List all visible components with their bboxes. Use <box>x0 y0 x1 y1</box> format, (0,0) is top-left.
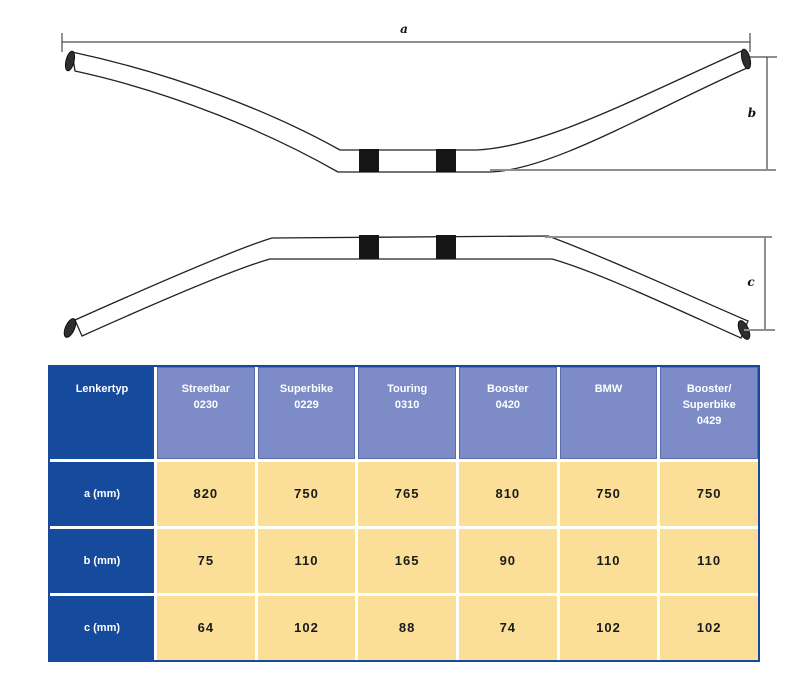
dimension-label-b: b <box>748 106 756 120</box>
column-header-lenkertyp: Lenkertyp <box>50 367 154 459</box>
column-header-text: 0229 <box>294 399 319 411</box>
value-cell: 102 <box>660 596 758 660</box>
value-text: 102 <box>294 620 319 635</box>
front-view-bar-end-left <box>64 50 76 72</box>
top-view-bar-end-left <box>63 318 77 338</box>
row-label: b (mm) <box>50 529 154 593</box>
value-text: 110 <box>596 553 621 568</box>
front-view-clamp-mark-right <box>436 149 456 172</box>
column-header-text: BMW <box>594 383 623 395</box>
column-header: Booster/Superbike 0429 <box>660 367 758 459</box>
value-text: 765 <box>394 486 420 501</box>
column-header-text: Lenkertyp <box>75 383 129 395</box>
value-cell: 64 <box>157 596 255 660</box>
value-cell: 820 <box>157 462 255 526</box>
value-text: 90 <box>499 553 517 568</box>
handlebar-technical-drawing: a b c <box>61 22 777 340</box>
column-header: Booster 0420 <box>458 367 557 459</box>
value-text: 750 <box>294 486 319 501</box>
column-header-text: Touring <box>387 383 428 395</box>
row-label-text: c (mm) <box>83 622 121 634</box>
value-text: 74 <box>499 620 517 635</box>
top-view-tube-outline <box>74 235 749 339</box>
value-cell: 110 <box>660 529 758 593</box>
column-header-text: Superbike <box>682 399 736 411</box>
value-cell: 88 <box>358 596 456 660</box>
value-cell: 750 <box>257 462 356 526</box>
value-cell: 750 <box>559 462 658 526</box>
column-header-text: 0420 <box>495 399 521 411</box>
value-cell: 765 <box>358 462 456 526</box>
value-cell: 102 <box>257 596 356 660</box>
column-header: Superbike 0229 <box>257 367 356 459</box>
column-header: Touring 0310 <box>358 367 456 459</box>
column-header-text: Superbike <box>279 383 334 395</box>
row-label-text: b (mm) <box>83 555 121 567</box>
row-label: c (mm) <box>50 596 154 660</box>
value-text: 88 <box>398 620 416 635</box>
column-header-text: 0310 <box>394 399 420 411</box>
value-cell: 110 <box>257 529 356 593</box>
front-view-bar-end-right <box>740 48 752 70</box>
column-header-text: Booster/ <box>686 383 732 395</box>
value-cell: 74 <box>458 596 557 660</box>
column-header: Streetbar 0230 <box>157 367 255 459</box>
value-text: 110 <box>294 553 319 568</box>
value-text: 750 <box>596 486 621 501</box>
value-text: 750 <box>696 486 722 501</box>
value-text: 820 <box>193 486 219 501</box>
handlebar-spec-table: Lenkertyp Streetbar 0230 Superbike 0229 Touri… <box>48 365 760 662</box>
value-text: 102 <box>596 620 621 635</box>
handlebar-diagrams: a b c <box>61 22 777 340</box>
value-text: 810 <box>495 486 521 501</box>
value-cell: 90 <box>458 529 557 593</box>
top-view-clamp-mark-right <box>436 235 456 259</box>
value-cell: 75 <box>157 529 255 593</box>
column-header-text: 0429 <box>696 415 722 427</box>
dimension-label-a: a <box>400 22 408 36</box>
value-cell: 165 <box>358 529 456 593</box>
row-label-text: a (mm) <box>83 488 121 500</box>
row-label: a (mm) <box>50 462 154 526</box>
front-view-tube-outline <box>71 49 748 173</box>
value-cell: 810 <box>458 462 557 526</box>
column-header-text: 0230 <box>193 399 219 411</box>
value-cell: 750 <box>660 462 758 526</box>
dimension-label-c: c <box>747 275 755 289</box>
top-view-clamp-mark-left <box>359 235 379 259</box>
value-text: 165 <box>394 553 420 568</box>
column-header: BMW <box>559 367 658 459</box>
front-view-clamp-mark-left <box>359 149 379 172</box>
value-text: 110 <box>697 553 722 568</box>
value-text: 64 <box>197 620 215 635</box>
value-cell: 110 <box>559 529 658 593</box>
value-cell: 102 <box>559 596 658 660</box>
value-text: 75 <box>197 553 215 568</box>
value-text: 102 <box>696 620 722 635</box>
column-header-text: Streetbar <box>181 383 230 395</box>
column-header-text: Booster <box>487 383 529 395</box>
